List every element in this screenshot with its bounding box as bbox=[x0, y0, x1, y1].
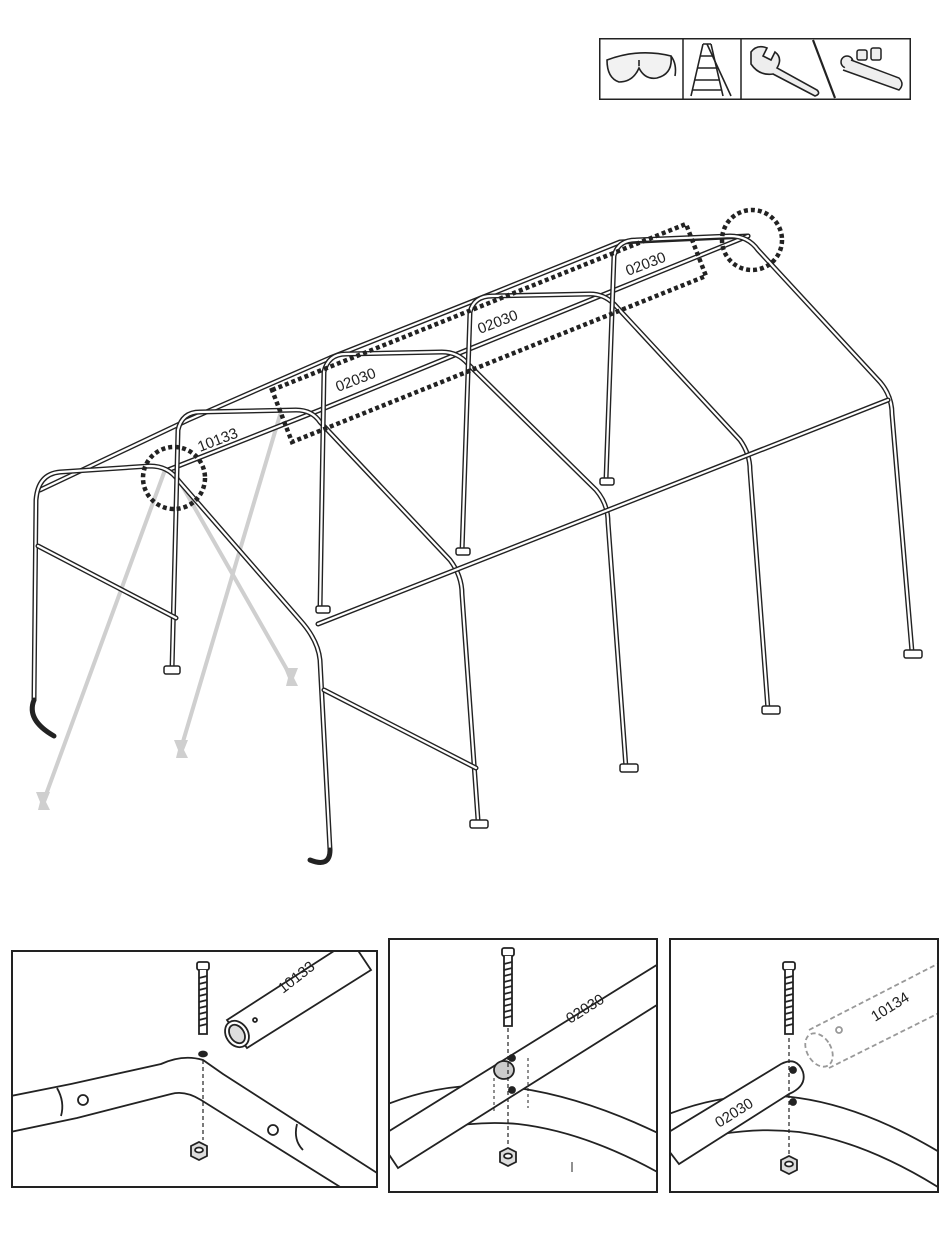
detail-rear-joint: 02030 10134 bbox=[669, 938, 939, 1193]
rear-joint-highlight bbox=[722, 210, 782, 270]
detail-front-joint: 10133 bbox=[11, 950, 378, 1188]
detail-middle-joint: 02030 bbox=[388, 938, 658, 1193]
shelter-frame-diagram: .t { fill: none; stroke: #222; stroke-wi… bbox=[0, 0, 950, 930]
frame-tubes bbox=[32, 236, 912, 862]
